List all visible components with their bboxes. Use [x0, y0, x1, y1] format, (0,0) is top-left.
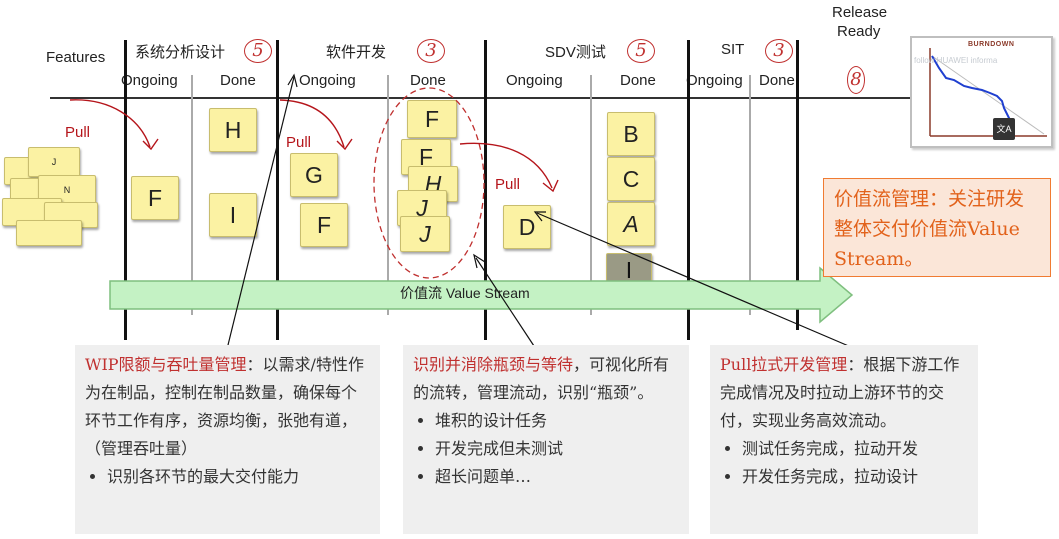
- bottleneck-box-body: ，可视化所有的流转，管理流动，识别“瓶颈”。: [413, 355, 670, 402]
- pull-box-title: Pull拉式开发管理: [720, 355, 848, 374]
- sys-done-label: Done: [220, 72, 256, 89]
- release-wip-limit: 8: [847, 66, 865, 94]
- bullet-item: 识别各环节的最大交付能力: [107, 463, 370, 491]
- subcolumn-divider: [191, 75, 193, 315]
- value-stream-label: 价值流 Value Stream: [400, 285, 530, 301]
- sit-wip-limit: 3: [765, 39, 793, 63]
- callout-line: [227, 76, 295, 346]
- wip-box-body: ：以需求/特性作为在制品，控制在制品数量，确保每个环节工作有序，资源均衡，张弛有…: [85, 355, 364, 458]
- bottleneck-bullet-list: 堆积的设计任务 开发完成但未测试 超长问题单…: [413, 407, 679, 491]
- burndown-title: BURNDOWN: [968, 41, 1015, 48]
- sit-done-label: Done: [759, 72, 795, 89]
- value-stream-arrow: [109, 266, 854, 324]
- task-card: H: [209, 108, 257, 152]
- pull-arrow: [279, 99, 345, 148]
- pull-bullet-list: 测试任务完成，拉动开发 开发任务完成，拉动设计: [720, 435, 968, 491]
- dev-ongoing-label: Ongoing: [299, 72, 356, 89]
- dev-header: 软件开发: [326, 44, 387, 61]
- callout-line: [536, 212, 859, 351]
- sdv-done-label: Done: [620, 72, 656, 89]
- column-divider: [687, 40, 690, 340]
- bottleneck-box: 识别并消除瓶颈与等待，可视化所有的流转，管理流动，识别“瓶颈”。 堆积的设计任务…: [403, 345, 689, 534]
- burndown-graphic: [929, 48, 1047, 137]
- value-stream-note: 价值流管理：关注研发整体交付价值流Value Stream。: [823, 178, 1051, 277]
- header-divider: [50, 97, 910, 99]
- bullet-item: 超长问题单…: [435, 463, 679, 491]
- task-card: F: [407, 100, 457, 138]
- wip-management-box: WIP限额与吞吐量管理：以需求/特性作为在制品，控制在制品数量，确保每个环节工作…: [75, 345, 380, 534]
- sys-ongoing-label: Ongoing: [121, 72, 178, 89]
- task-card: G: [290, 153, 338, 197]
- task-card: F: [300, 203, 348, 247]
- dev-wip-limit: 3: [417, 39, 445, 63]
- wip-bullet-list: 识别各环节的最大交付能力: [85, 463, 370, 491]
- sit-header: SIT: [721, 41, 745, 58]
- task-card: C: [607, 157, 655, 201]
- task-card: F: [131, 176, 179, 220]
- wip-box-title: WIP限额与吞吐量管理: [85, 355, 247, 374]
- bullet-item: 开发任务完成，拉动设计: [742, 463, 968, 491]
- task-card: I: [209, 193, 257, 237]
- callout-line: [475, 257, 535, 347]
- task-card: J: [400, 216, 450, 252]
- pull-management-box: Pull拉式开发管理：根据下游工作完成情况及时拉动上游环节的交付，实现业务高效流…: [710, 345, 978, 534]
- backlog-card: [16, 220, 82, 246]
- bottleneck-ellipse: [373, 87, 485, 279]
- column-divider: [276, 40, 279, 340]
- bottleneck-box-title: 识别并消除瓶颈与等待: [413, 355, 574, 374]
- subcolumn-divider: [387, 75, 389, 315]
- translate-icon[interactable]: 文A: [993, 118, 1015, 140]
- pull-label: Pull: [286, 134, 312, 151]
- pull-box-body: ：根据下游工作完成情况及时拉动上游环节的交付，实现业务高效流动。: [720, 355, 960, 430]
- task-card: B: [607, 112, 655, 156]
- burndown-chart-thumbnail: BURNDOWN follow HUAWEI informa 文A: [910, 36, 1053, 148]
- sit-ongoing-label: Ongoing: [686, 72, 743, 89]
- bullet-item: 开发完成但未测试: [435, 435, 679, 463]
- subcolumn-divider: [749, 75, 751, 315]
- sdv-wip-limit: 5: [627, 39, 655, 63]
- sysdesign-header: 系统分析设计: [135, 44, 226, 61]
- subcolumn-divider: [590, 75, 592, 315]
- column-divider: [796, 40, 799, 330]
- pull-arrow: [459, 142, 553, 189]
- sysdesign-wip-limit: 5: [244, 39, 272, 63]
- sdv-ongoing-label: Ongoing: [506, 72, 563, 89]
- pull-label: Pull: [65, 124, 91, 141]
- pull-label: Pull: [495, 176, 521, 193]
- features-header: Features: [46, 49, 106, 66]
- task-card: A: [607, 202, 655, 246]
- dev-done-label: Done: [410, 72, 446, 89]
- bullet-item: 测试任务完成，拉动开发: [742, 435, 968, 463]
- burndown-overlay-text: follow HUAWEI informa: [914, 56, 998, 65]
- sdv-header: SDV测试: [545, 44, 606, 61]
- column-divider: [124, 40, 127, 340]
- pull-arrow: [69, 99, 151, 148]
- column-divider: [484, 40, 487, 340]
- bullet-item: 堆积的设计任务: [435, 407, 679, 435]
- release-header-line1: Release: [832, 4, 888, 21]
- release-header-line2: Ready: [837, 23, 881, 40]
